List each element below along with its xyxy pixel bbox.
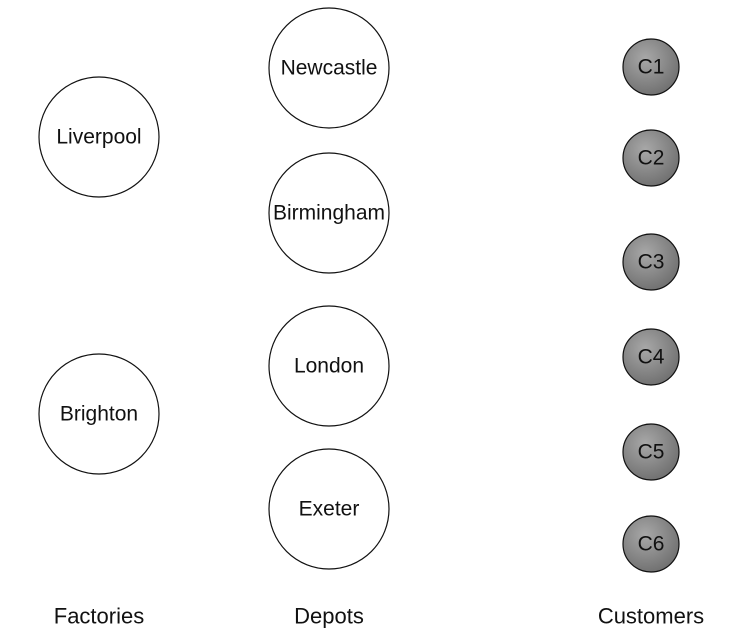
factory-circle	[38, 76, 160, 198]
depot-circle	[268, 305, 390, 427]
customer-circle	[622, 233, 680, 291]
customer-node-c4: C4	[622, 328, 680, 386]
customer-label: C1	[638, 56, 665, 79]
customer-label: C2	[638, 147, 665, 170]
column-label-depots: Depots	[294, 604, 364, 629]
depot-circle	[268, 7, 390, 129]
depot-label: Birmingham	[273, 202, 385, 225]
column-label-customers: Customers	[598, 604, 704, 629]
factory-label: Liverpool	[56, 126, 141, 149]
customer-circle	[622, 515, 680, 573]
customer-circle	[622, 328, 680, 386]
column-label-factories: Factories	[54, 604, 144, 629]
depot-label: Newcastle	[281, 57, 378, 80]
depot-node-newcastle: Newcastle	[268, 7, 390, 129]
factory-node-liverpool: Liverpool	[38, 76, 160, 198]
factory-node-brighton: Brighton	[38, 353, 160, 475]
depot-node-london: London	[268, 305, 390, 427]
customer-circle	[622, 129, 680, 187]
depot-node-exeter: Exeter	[268, 448, 390, 570]
customer-circle	[622, 423, 680, 481]
customer-circle	[622, 38, 680, 96]
depot-node-birmingham: Birmingham	[268, 152, 390, 274]
customer-label: C5	[638, 441, 665, 464]
depot-circle	[268, 448, 390, 570]
depot-label: London	[294, 355, 364, 378]
customer-node-c5: C5	[622, 423, 680, 481]
customer-label: C3	[638, 251, 665, 274]
customer-label: C6	[638, 533, 665, 556]
customer-node-c6: C6	[622, 515, 680, 573]
customer-node-c2: C2	[622, 129, 680, 187]
customer-label: C4	[638, 346, 665, 369]
factory-circle	[38, 353, 160, 475]
depot-circle	[268, 152, 390, 274]
customer-node-c3: C3	[622, 233, 680, 291]
customer-node-c1: C1	[622, 38, 680, 96]
factory-label: Brighton	[60, 403, 138, 426]
depot-label: Exeter	[299, 498, 360, 521]
